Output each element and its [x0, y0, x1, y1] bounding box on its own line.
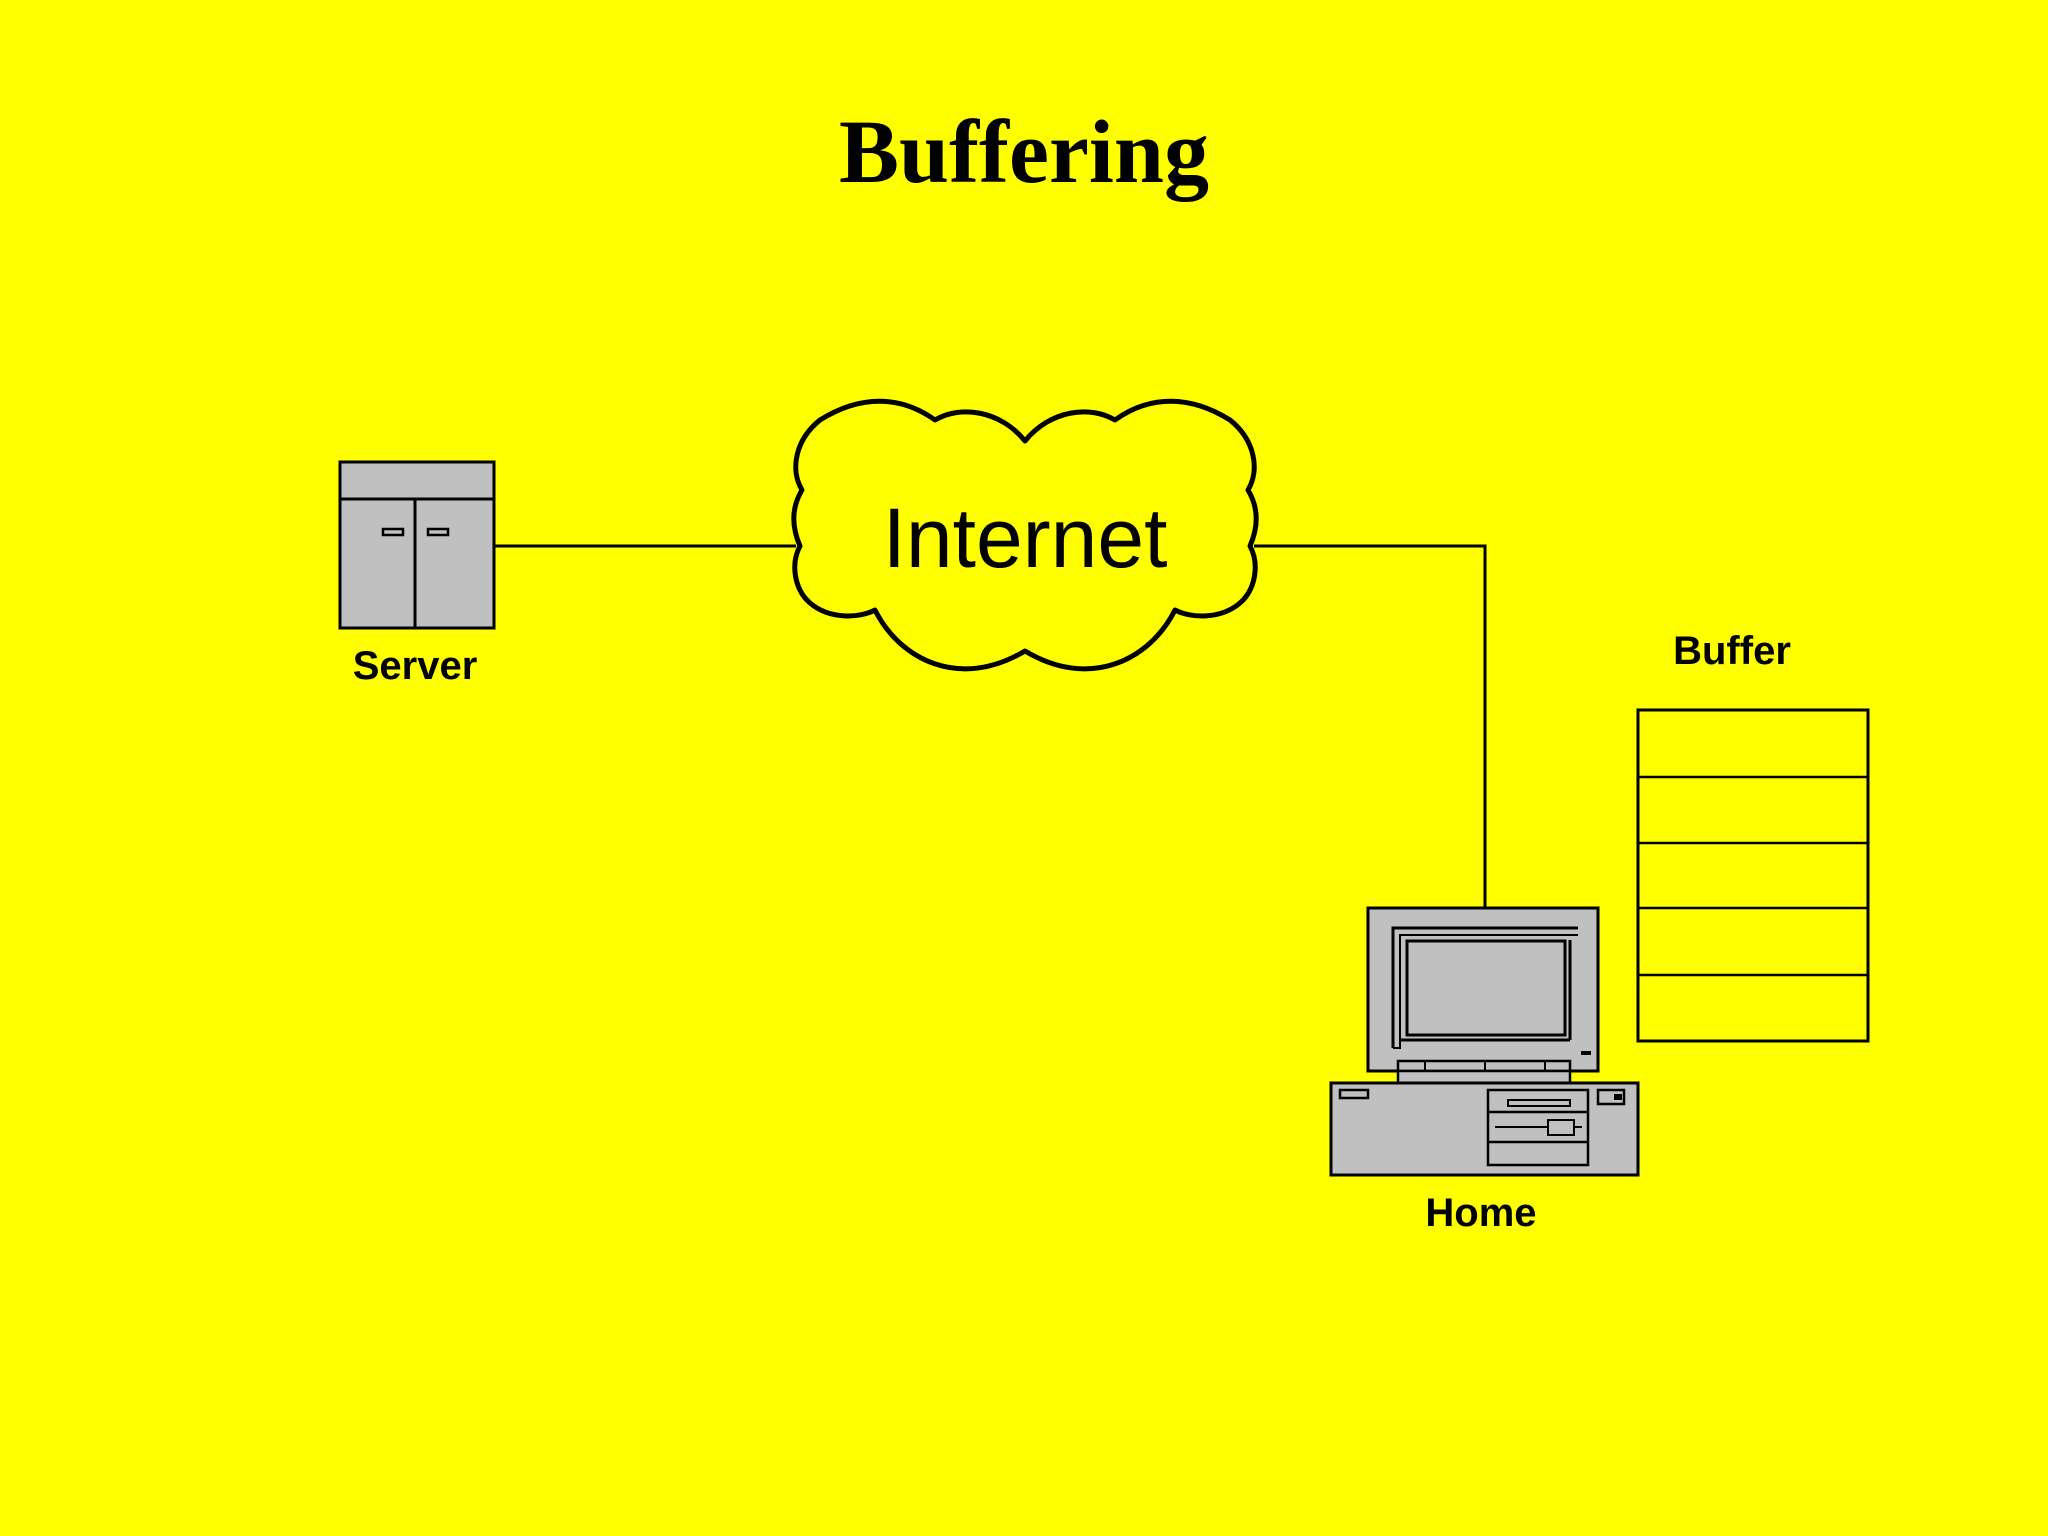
buffer-label: Buffer — [1673, 629, 1791, 673]
cloud-icon — [791, 398, 1259, 672]
server-icon — [338, 460, 496, 630]
desktop-computer-icon — [1329, 906, 1640, 1177]
page-title: Buffering — [839, 103, 1209, 202]
home-label: Home — [1425, 1191, 1536, 1235]
internet-home-link — [1254, 544, 1487, 908]
server-label: Server — [353, 644, 478, 688]
buffer-stack — [1636, 708, 1870, 1043]
internet-label: Internet — [883, 491, 1168, 585]
